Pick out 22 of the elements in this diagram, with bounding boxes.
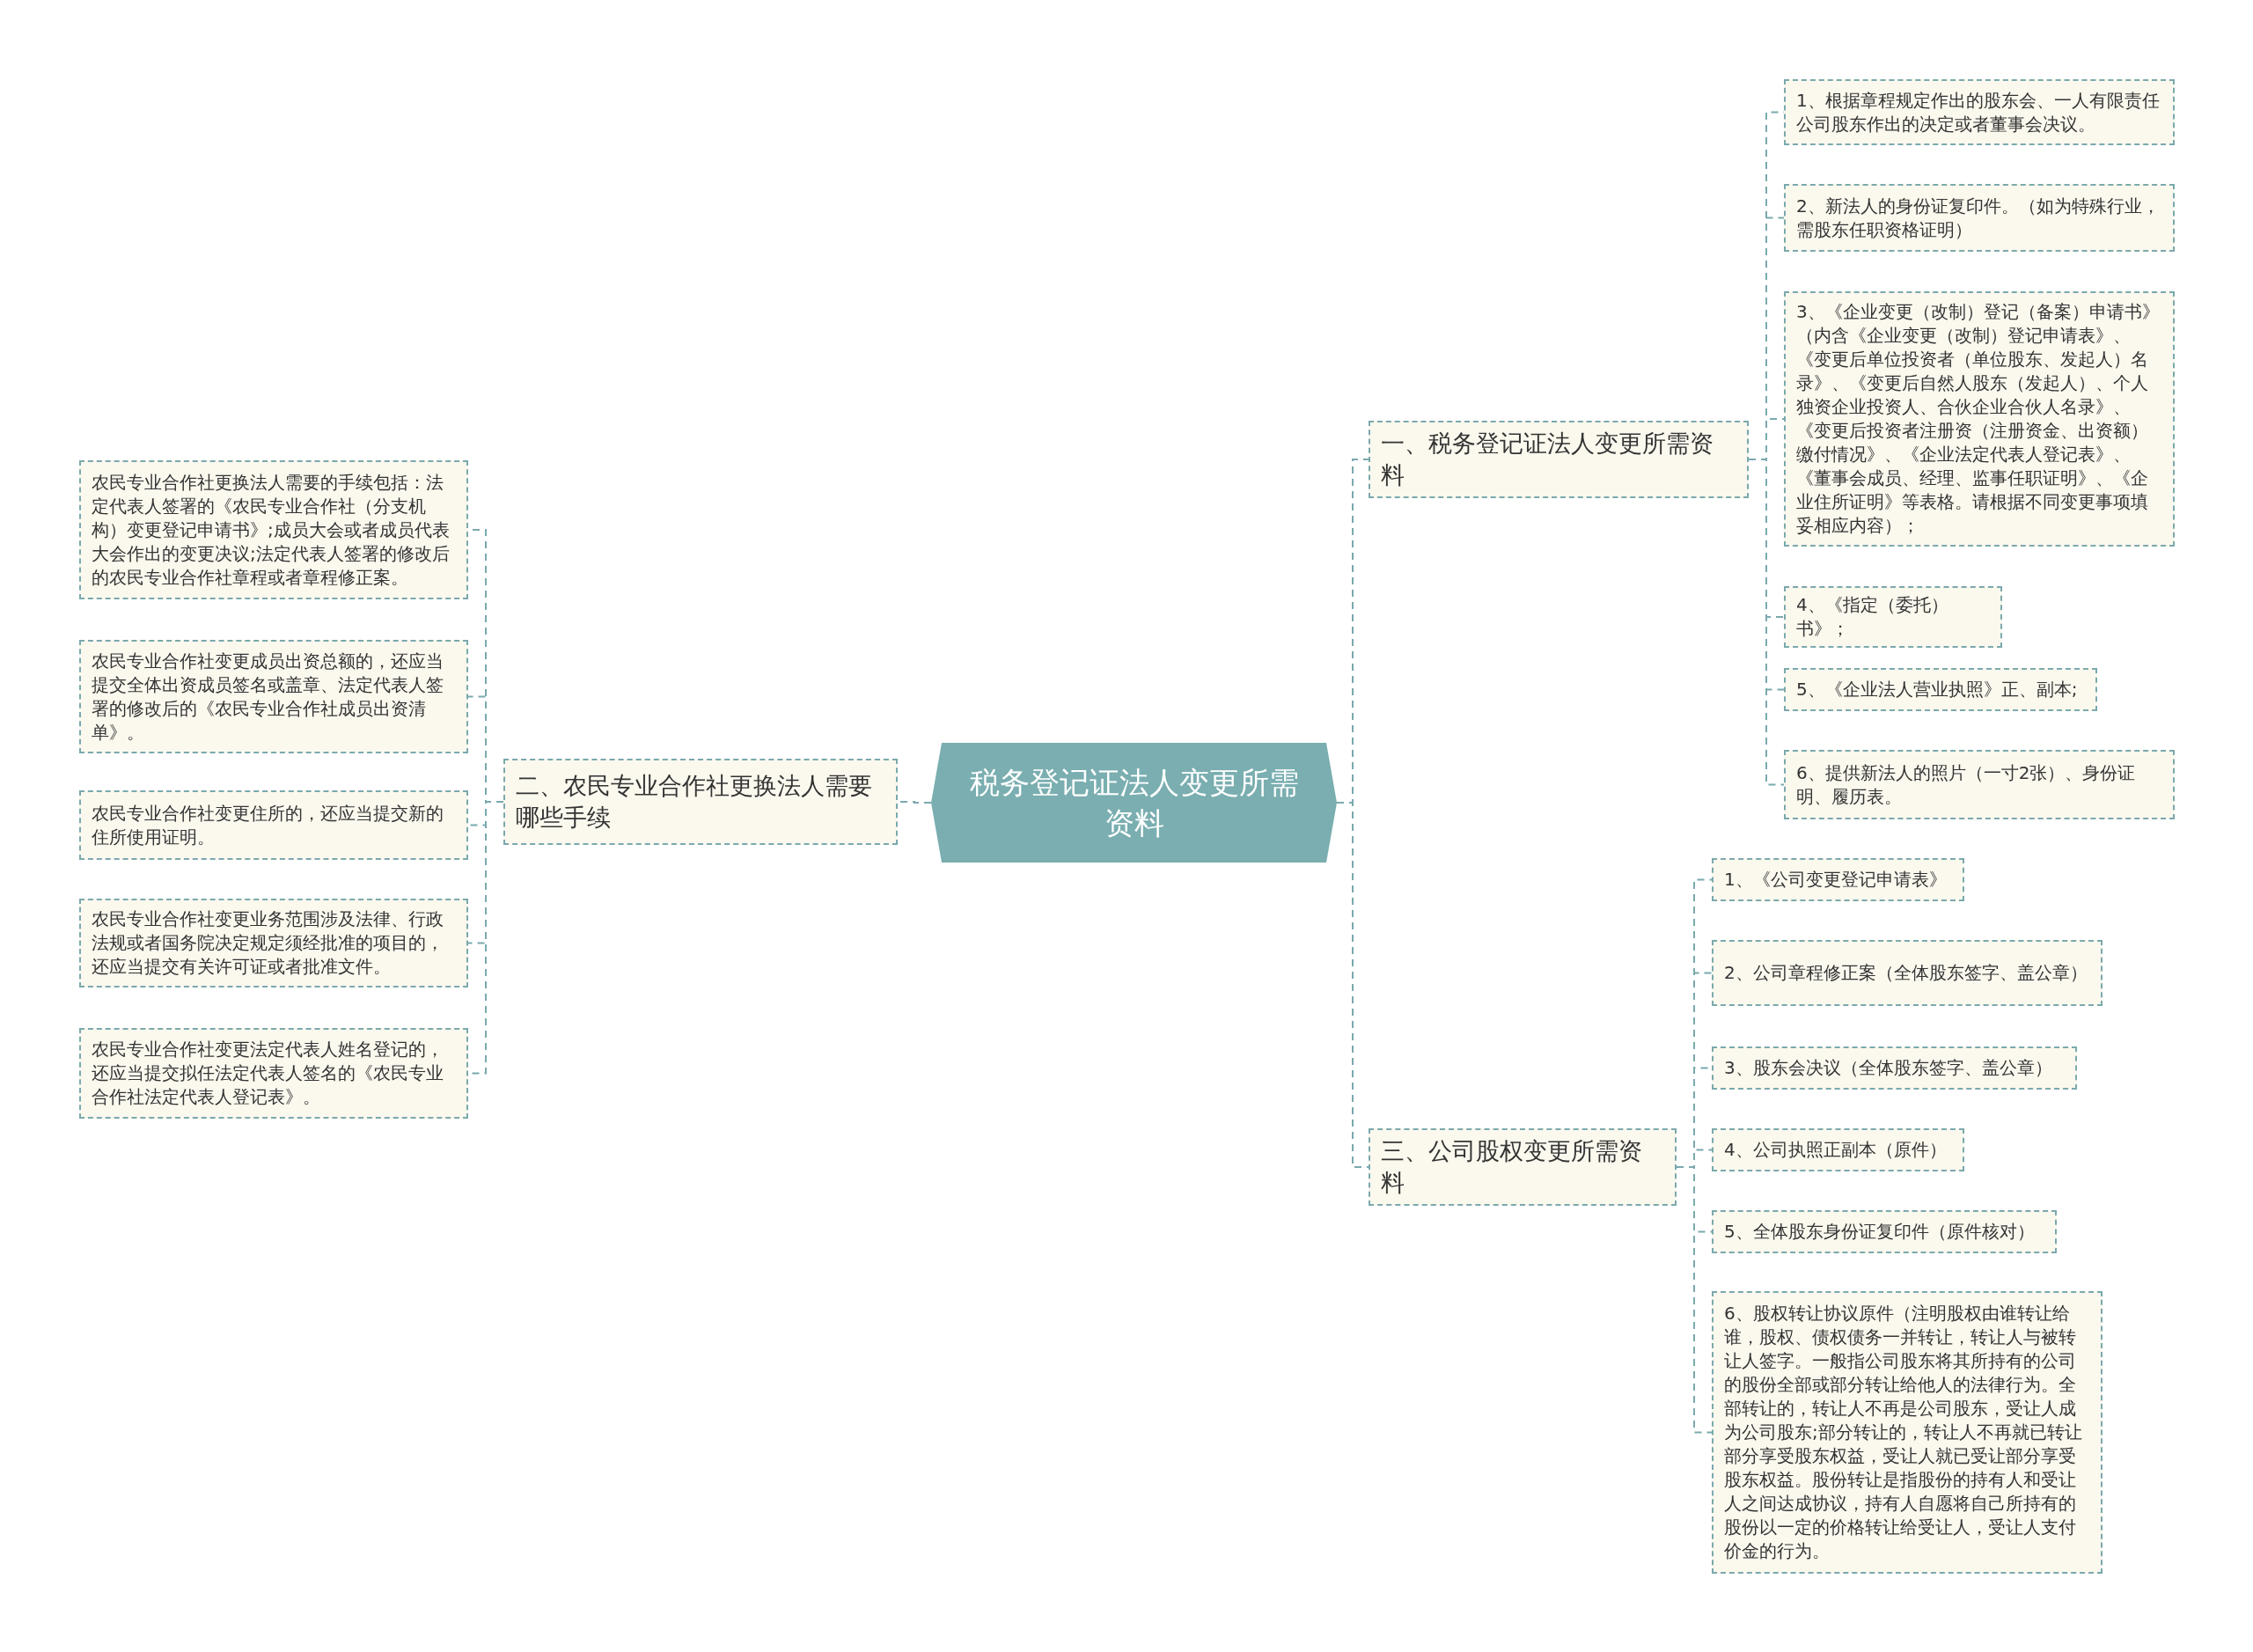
connector-line	[1676, 1166, 1713, 1434]
note-box: 1、根据章程规定作出的股东会、一人有限责任公司股东作出的决定或者董事会决议。	[1784, 79, 2175, 145]
note-box: 6、股权转让协议原件（注明股权由谁转让给谁，股权、债权债务一并转让，转让人与被转让人签字。一般指公司股东将其所持有的公司的股份全部或部分转让给他人的法律行为。全部转让的，转让人不再是公司股东，受让人成为公司股东;部分转让的，转让人不再就已转让部分享受股东权益，受让人就已受让部分享受股东权益。股份转让是指股份的持有人和受让人之间达成协议，持有人自愿将自己所持有的股份以一定的价格转让给受让人，受让人支付价金的行为。	[1712, 1291, 2103, 1574]
note-box: 5、《企业法人营业执照》正、副本;	[1784, 668, 2097, 711]
note-box: 4、公司执照正副本（原件）	[1712, 1128, 1964, 1171]
note-box: 5、全体股东身份证复印件（原件核对）	[1712, 1210, 2057, 1253]
note-box: 农民专业合作社变更成员出资总额的，还应当提交全体出资成员签名或盖章、法定代表人签署的修改后的《农民专业合作社成员出资清单》。	[79, 640, 468, 753]
topic-box: 一、税务登记证法人变更所需资料	[1369, 421, 1749, 498]
note-box: 3、股东会决议（全体股东签字、盖公章）	[1712, 1046, 2077, 1090]
note-box: 农民专业合作社更换法人需要的手续包括：法定代表人签署的《农民专业合作社（分支机构）变更登记申请书》;成员大会或者成员代表大会作出的变更决议;法定代表人签署的修改后的农民专业合作社章程或者章程修正案。	[79, 460, 468, 599]
note-box: 农民专业合作社变更住所的，还应当提交新的住所使用证明。	[79, 790, 468, 860]
note-box: 农民专业合作社变更业务范围涉及法律、行政法规或者国务院决定规定须经批准的项目的，还应当提交有关许可证或者批准文件。	[79, 899, 468, 988]
note-box: 农民专业合作社变更法定代表人姓名登记的，还应当提交拟任法定代表人签名的《农民专业合作社法定代表人登记表》。	[79, 1028, 468, 1119]
note-box: 4、《指定（委托）书》；	[1784, 586, 2002, 648]
note-box: 1、《公司变更登记申请表》	[1712, 858, 1964, 901]
note-box: 6、提供新法人的照片（一寸2张）、身份证明、履历表。	[1784, 750, 2175, 819]
topic-box: 三、公司股权变更所需资料	[1369, 1128, 1677, 1206]
note-box: 3、《企业变更（改制）登记（备案）申请书》（内含《企业变更（改制）登记申请表》、《变更后单位投资者（单位股东、发起人）名录》、《变更后自然人股东（发起人）、个人独资企业投资人、合伙企业合伙人名录》、《变更后投资者注册资（注册资金、出资额）缴付情况》、《企业法定代表人登记表》、《董事会成员、经理、监事任职证明》、《企业住所证明》等表格。请根据不同变更事项填妥相应内容）；	[1784, 291, 2175, 547]
topic-box: 二、农民专业合作社更换法人需要哪些手续	[503, 759, 898, 845]
note-box: 2、公司章程修正案（全体股东签字、盖公章）	[1712, 940, 2103, 1006]
note-box: 2、新法人的身份证复印件。（如为特殊行业，需股东任职资格证明）	[1784, 184, 2175, 252]
central-topic-box: 税务登记证法人变更所需资料	[931, 743, 1337, 863]
